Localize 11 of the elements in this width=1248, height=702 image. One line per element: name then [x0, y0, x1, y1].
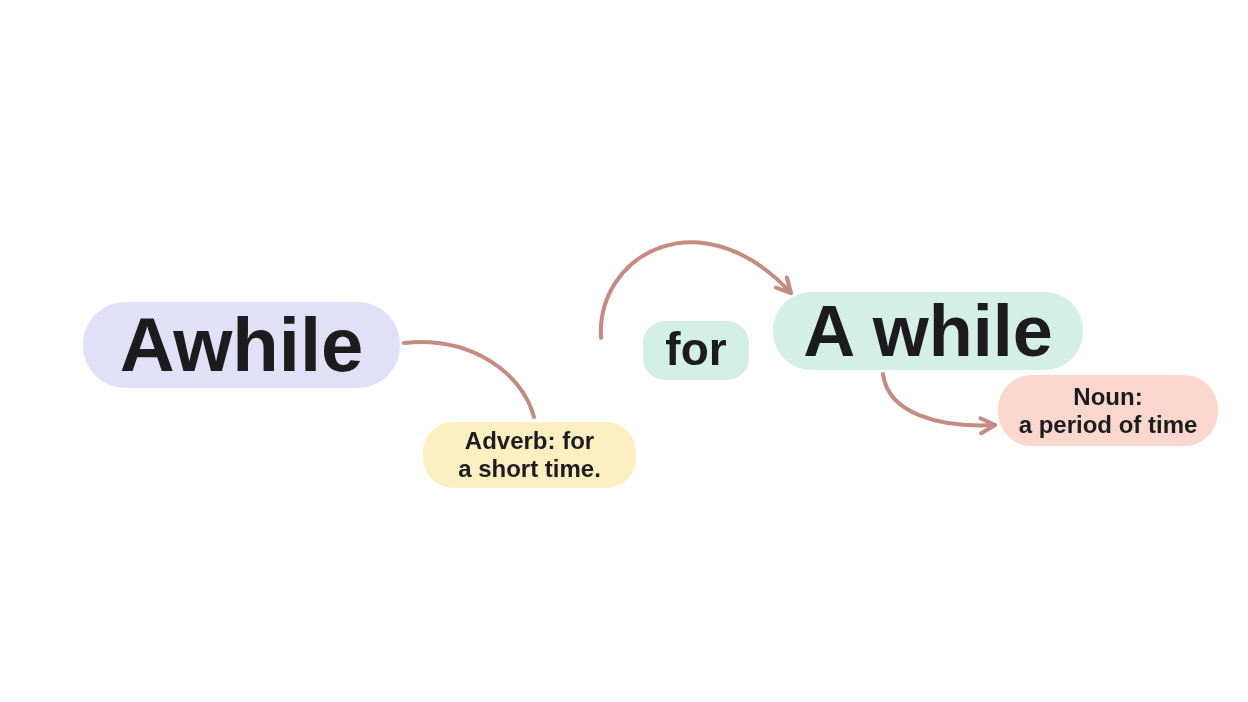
definition-pill: [423, 422, 636, 488]
word-pill: [643, 321, 749, 380]
definition-text: Adverb: for a short time.: [457, 427, 602, 483]
word-text: for: [665, 325, 727, 376]
term-text: Awhile: [119, 307, 364, 383]
curved-arrow: [599, 240, 793, 340]
curved-line: [402, 340, 536, 419]
phrase-text: A while: [803, 295, 1053, 367]
definition-text: a period of time: [1018, 410, 1198, 439]
curved-arrow: [881, 372, 997, 435]
part-of-speech-text: Noun:: [1073, 382, 1143, 411]
